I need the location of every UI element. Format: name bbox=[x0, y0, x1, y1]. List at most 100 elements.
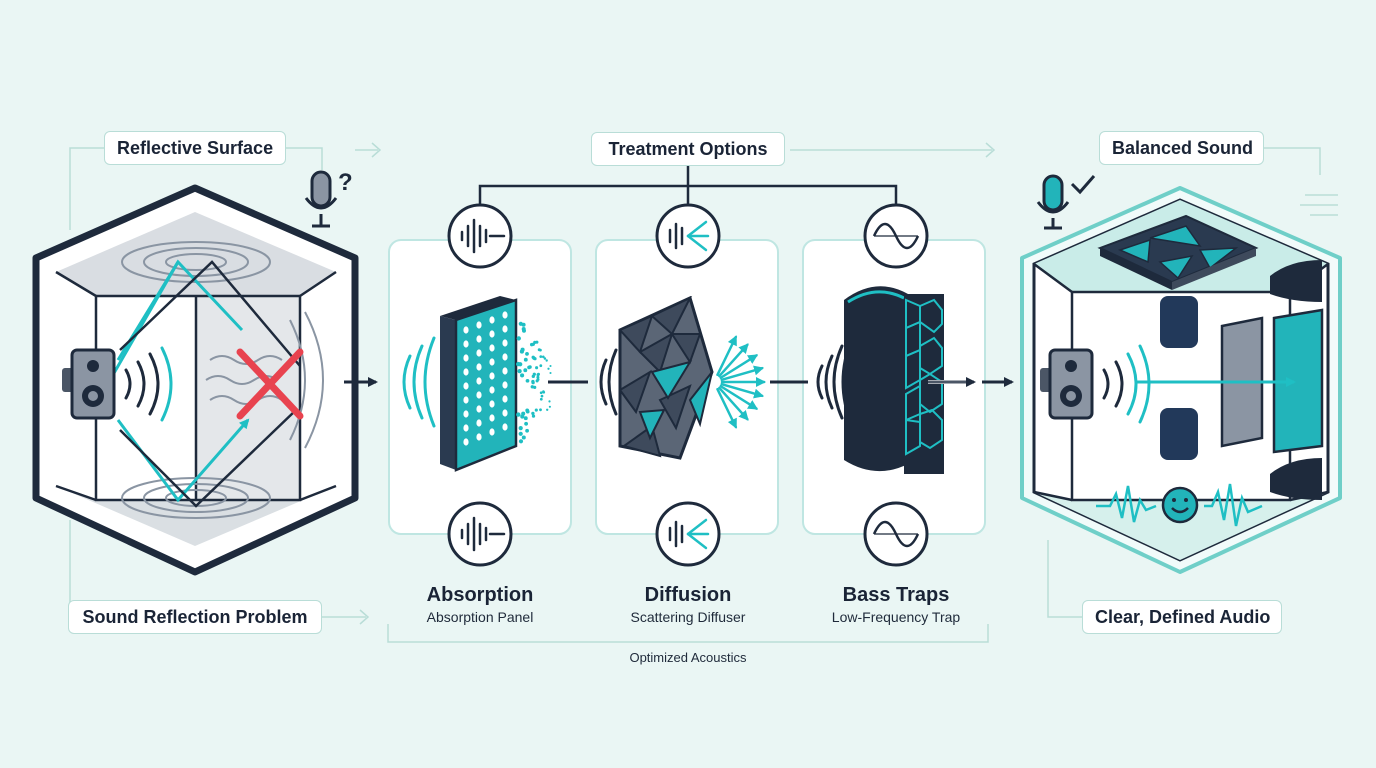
absorbed-particle bbox=[545, 359, 548, 362]
absorbed-particle bbox=[525, 428, 529, 433]
diffusion-arrow bbox=[720, 382, 765, 399]
diffusion-arrow bbox=[719, 354, 759, 380]
microphone-check-icon bbox=[1036, 174, 1096, 230]
absorption-hole bbox=[489, 344, 495, 352]
diffusion-arrow bbox=[718, 386, 749, 421]
absorbed-particle bbox=[523, 416, 528, 421]
absorbed-particle bbox=[536, 378, 540, 381]
absorbed-particle bbox=[548, 400, 551, 403]
absorbed-particle bbox=[516, 412, 521, 417]
absorption-hole bbox=[489, 428, 495, 436]
absorbed-particle bbox=[539, 408, 542, 412]
absorbed-particle bbox=[547, 367, 550, 370]
absorption-hole bbox=[502, 339, 508, 347]
absorbed-particle bbox=[520, 414, 525, 419]
diffusion-arrow bbox=[719, 384, 759, 410]
absorption-subtitle: Absorption Panel bbox=[426, 609, 534, 625]
absorbed-particle bbox=[542, 390, 545, 393]
absorption-panel-illustration bbox=[402, 296, 588, 472]
diffuser-illustration bbox=[599, 295, 808, 460]
absorption-hole bbox=[502, 395, 508, 403]
absorption-hole bbox=[463, 340, 469, 348]
absorbed-particle bbox=[532, 356, 536, 360]
scattered-wave-icon-bottom bbox=[655, 501, 721, 567]
absorption-hole bbox=[476, 349, 482, 357]
red-x-icon bbox=[236, 348, 304, 420]
absorbed-particle bbox=[521, 322, 526, 327]
absorption-hole bbox=[476, 433, 482, 441]
absorbed-particle bbox=[540, 394, 544, 398]
absorbed-particle bbox=[518, 439, 524, 444]
diffusion-subtitle: Scattering Diffuser bbox=[630, 609, 746, 625]
absorbed-particle bbox=[543, 357, 547, 360]
label-clear-defined-audio: Clear, Defined Audio bbox=[1082, 600, 1282, 634]
absorbed-particle bbox=[537, 348, 541, 352]
absorbed-particle bbox=[520, 347, 525, 352]
svg-text:?: ? bbox=[338, 169, 353, 196]
absorbed-wave-icon-bottom bbox=[447, 501, 513, 567]
absorption-hole bbox=[476, 419, 482, 427]
absorbed-particle bbox=[518, 425, 523, 431]
absorption-hole bbox=[463, 382, 469, 390]
absorbed-particle bbox=[532, 372, 536, 376]
bass-traps-subtitle: Low-Frequency Trap bbox=[831, 609, 961, 625]
absorption-title: Absorption bbox=[426, 584, 534, 606]
absorption-hole bbox=[489, 414, 495, 422]
absorbed-particle bbox=[546, 408, 549, 411]
absorption-hole bbox=[463, 326, 469, 334]
diffusion-arrow bbox=[716, 335, 738, 377]
absorption-hole bbox=[463, 396, 469, 404]
absorption-hole bbox=[476, 335, 482, 343]
absorbed-particle bbox=[521, 435, 526, 440]
absorption-hole bbox=[489, 358, 495, 366]
absorbed-particle bbox=[520, 373, 525, 378]
sine-wave-icon bbox=[863, 203, 929, 269]
absorbed-particle bbox=[517, 368, 522, 374]
label-sound-reflection-problem: Sound Reflection Problem bbox=[68, 600, 322, 634]
absorbed-particle bbox=[530, 385, 534, 389]
absorption-hole bbox=[476, 405, 482, 413]
absorption-hole bbox=[489, 330, 495, 338]
bass-traps-title: Bass Traps bbox=[842, 584, 950, 606]
reflective-room bbox=[32, 184, 359, 576]
diffusion-arrow bbox=[716, 387, 738, 429]
diffusion-title: Diffusion bbox=[644, 584, 732, 606]
absorbed-particle bbox=[516, 336, 521, 341]
diffusion-arrow bbox=[720, 365, 765, 382]
label-treatment-options: Treatment Options bbox=[591, 132, 785, 166]
background-connectors bbox=[68, 142, 1338, 643]
absorbed-particle bbox=[534, 408, 538, 412]
balanced-room bbox=[1020, 186, 1342, 574]
absorption-hole bbox=[502, 325, 508, 333]
absorbed-particle bbox=[533, 340, 537, 345]
absorbed-wave-icon bbox=[447, 203, 513, 269]
absorption-hole bbox=[476, 321, 482, 329]
absorption-hole bbox=[489, 316, 495, 324]
speaker-icon bbox=[62, 348, 116, 420]
absorbed-particle bbox=[536, 375, 540, 379]
speaker-icon-balanced bbox=[1040, 348, 1094, 420]
absorption-hole bbox=[489, 372, 495, 380]
absorbed-particle bbox=[518, 362, 523, 367]
absorbed-particle bbox=[531, 414, 536, 418]
absorbed-particle bbox=[549, 371, 552, 375]
treatment-bracket bbox=[478, 166, 898, 204]
absorption-hole bbox=[489, 400, 495, 408]
absorbed-particle bbox=[537, 372, 540, 376]
absorption-hole bbox=[502, 367, 508, 375]
absorbed-particle bbox=[525, 352, 529, 356]
scattered-wave-icon bbox=[655, 203, 721, 269]
absorbed-particle bbox=[531, 411, 535, 416]
absorbed-particle bbox=[525, 408, 530, 413]
diffusion-arrow bbox=[718, 343, 749, 378]
absorbed-particle bbox=[523, 357, 528, 362]
absorption-hole bbox=[476, 391, 482, 399]
absorption-hole bbox=[463, 410, 469, 418]
optimized-acoustics-caption: Optimized Acoustics bbox=[629, 650, 747, 665]
absorbed-particle bbox=[541, 355, 545, 359]
absorption-hole bbox=[463, 424, 469, 432]
absorbed-particle bbox=[549, 364, 552, 368]
absorbed-particle bbox=[521, 327, 526, 331]
absorption-hole bbox=[463, 354, 469, 362]
